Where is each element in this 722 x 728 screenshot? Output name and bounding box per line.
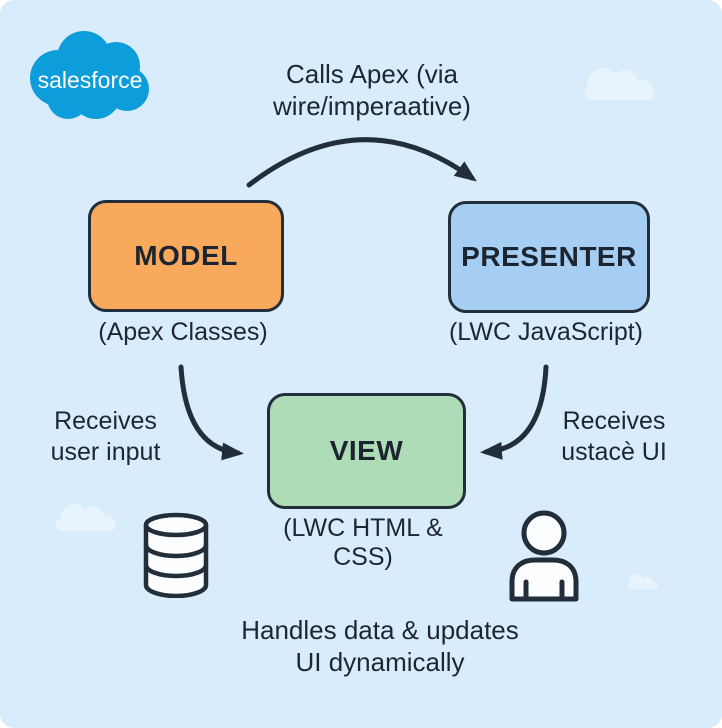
presenter-box-label: PRESENTER — [461, 241, 637, 272]
database-icon — [141, 512, 211, 603]
view-box: VIEW — [267, 393, 466, 509]
decorative-cloud-icon — [624, 573, 662, 591]
presenter-box: PRESENTER — [448, 201, 650, 313]
salesforce-logo: salesforce — [26, 26, 154, 129]
user-icon — [506, 508, 582, 607]
salesforce-cloud-icon: salesforce — [30, 31, 149, 119]
salesforce-logo-text: salesforce — [38, 67, 143, 93]
decorative-cloud-icon — [48, 501, 124, 535]
model-caption: (Apex Classes) — [98, 318, 268, 346]
presenter-caption: (LWC JavaScript) — [448, 318, 643, 346]
model-box: MODEL — [88, 200, 284, 312]
model-box-label: MODEL — [134, 240, 238, 271]
receives-user-input-label: Receives user input — [50, 407, 161, 466]
arrow-model-to-presenter — [246, 137, 477, 188]
arrow-model-to-view — [178, 364, 244, 461]
view-box-label: VIEW — [329, 435, 404, 466]
receives-ui-label: Receives ustacè UI — [561, 407, 667, 466]
calls-apex-label: Calls Apex (via wire/imperaative) — [273, 59, 471, 121]
view-caption: (LWC HTML & CSS) — [283, 514, 443, 571]
decorative-cloud-icon — [573, 64, 665, 104]
handles-data-label: Handles data & updates UI dynamically — [241, 615, 519, 677]
